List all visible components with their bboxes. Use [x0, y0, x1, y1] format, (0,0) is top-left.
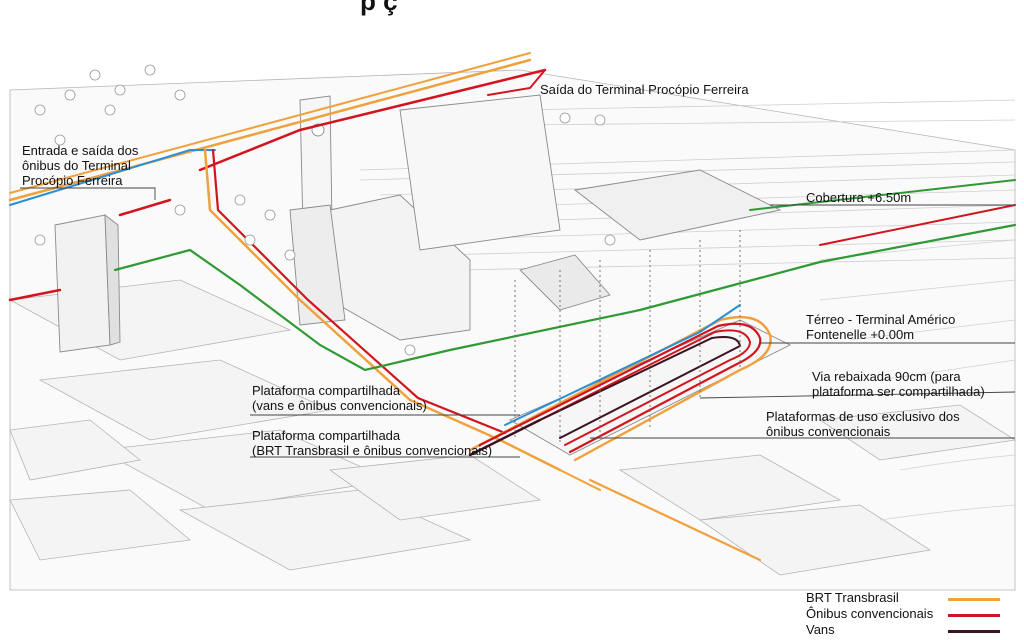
label-plataforma-brt-line1: Plataforma compartilhada	[252, 428, 400, 443]
legend-swatch-brt	[948, 598, 1000, 601]
legend-swatch-onibus	[948, 614, 1000, 617]
legend-swatch-vans	[948, 630, 1000, 633]
legend-label-vans: Vans	[806, 622, 835, 637]
label-plataforma-vans-line1: Plataforma compartilhada	[252, 383, 400, 398]
label-terreo-line2: Fontenelle +0.00m	[806, 327, 914, 342]
label-plataforma-exclusivo-line2: ônibus convencionais	[766, 424, 890, 439]
label-plataforma-vans-line2: (vans e ônibus convencionais)	[252, 398, 427, 413]
legend-label-onibus: Ônibus convencionais	[806, 606, 933, 621]
label-cobertura: Cobertura +6.50m	[806, 190, 911, 205]
label-plataforma-brt-line2: (BRT Transbrasil e ônibus convencionais)	[252, 443, 492, 458]
label-plataforma-exclusivo-line1: Plataformas de uso exclusivo dos	[766, 409, 960, 424]
page-title-fragment: p ç	[360, 0, 398, 17]
label-entrada-line2: ônibus do Terminal	[22, 158, 131, 173]
label-via-rebaixada-line2: plataforma ser compartilhada)	[812, 384, 985, 399]
label-entrada-line1: Entrada e saída dos	[22, 143, 138, 158]
label-entrada-line3: Procópio Ferreira	[22, 173, 122, 188]
legend-label-brt: BRT Transbrasil	[806, 590, 899, 605]
label-saida-terminal: Saída do Terminal Procópio Ferreira	[540, 82, 749, 97]
label-terreo-line1: Térreo - Terminal Américo	[806, 312, 955, 327]
label-via-rebaixada-line1: Via rebaixada 90cm (para	[812, 369, 961, 384]
